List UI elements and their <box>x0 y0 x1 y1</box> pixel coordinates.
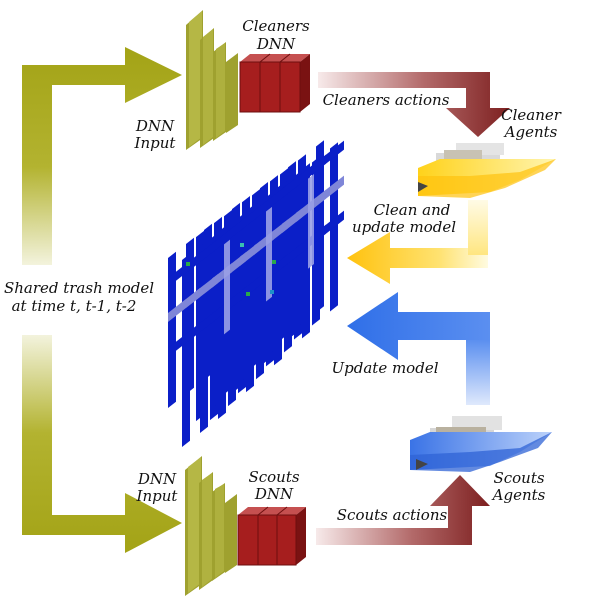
scouts-dnn-block <box>237 506 306 566</box>
scouts-actions-label: Scouts actions <box>337 506 448 524</box>
shared-model-to-cleaners-input-arrow <box>22 47 182 265</box>
trash-model-bar <box>186 237 194 394</box>
clean-and-update-label-line2: update model <box>352 218 456 236</box>
cleaners-dnn-label-line1: Cleaners <box>242 17 310 35</box>
dnn-input-bottom-label-line1: DNN <box>137 470 177 488</box>
cleaner-agents-label-line2: Agents <box>503 123 558 141</box>
shared-trash-model-grid <box>168 140 344 448</box>
cleaners-actions-arrow <box>318 72 510 137</box>
cleaners-actions-label: Cleaners actions <box>323 91 450 109</box>
shared-trash-model-label-line2: at time t, t-1, t-2 <box>12 297 137 315</box>
clean-and-update-model-arrow <box>347 200 488 284</box>
scouts-agents-label-line2: Agents <box>491 486 546 504</box>
shared-trash-model-label-line1: Shared trash model <box>4 279 154 297</box>
trash-model-bar <box>204 223 212 380</box>
scouts-dnn-input-layers <box>185 456 237 596</box>
trash-model-highlight <box>308 174 314 269</box>
cleaner-agent-boat <box>418 143 556 198</box>
update-model-arrow <box>347 292 490 405</box>
scouts-dnn-label-line2: DNN <box>254 485 294 503</box>
dnn-input-top-label-line2: Input <box>134 134 177 152</box>
scouts-agents-label-line1: Scouts <box>493 469 544 487</box>
trash-model-highlight <box>266 206 272 302</box>
cleaners-dnn-block <box>239 53 310 113</box>
scouts-actions-arrow <box>316 475 490 545</box>
scouts-dnn-label-line1: Scouts <box>248 468 299 486</box>
trash-model-highlight <box>224 239 230 335</box>
trash-model-bar <box>274 184 282 366</box>
trash-model-bar <box>288 161 296 340</box>
trash-item-marker <box>186 262 190 266</box>
trash-item-marker <box>246 292 250 296</box>
dnn-input-bottom-label-line2: Input <box>136 487 179 505</box>
update-model-label: Update model <box>332 359 439 377</box>
cleaners-dnn-input-layers <box>186 10 238 150</box>
trash-model-bar <box>316 140 324 313</box>
cleaners-dnn-label-line2: DNN <box>256 35 296 53</box>
trash-model-bar <box>168 251 176 408</box>
trash-model-layer-3 <box>204 140 344 420</box>
clean-and-update-label-line1: Clean and <box>374 201 451 219</box>
trash-model-bar <box>246 204 254 393</box>
trash-item-marker <box>272 260 276 264</box>
scout-agent-boat <box>410 416 552 472</box>
trash-model-crossbar <box>204 140 344 259</box>
shared-model-to-scouts-input-arrow <box>22 335 182 553</box>
trash-item-marker <box>270 290 274 294</box>
trash-item-marker <box>240 243 244 247</box>
cleaner-agents-label-line1: Cleaner <box>501 106 562 124</box>
dnn-input-top-label-line1: DNN <box>135 117 175 135</box>
